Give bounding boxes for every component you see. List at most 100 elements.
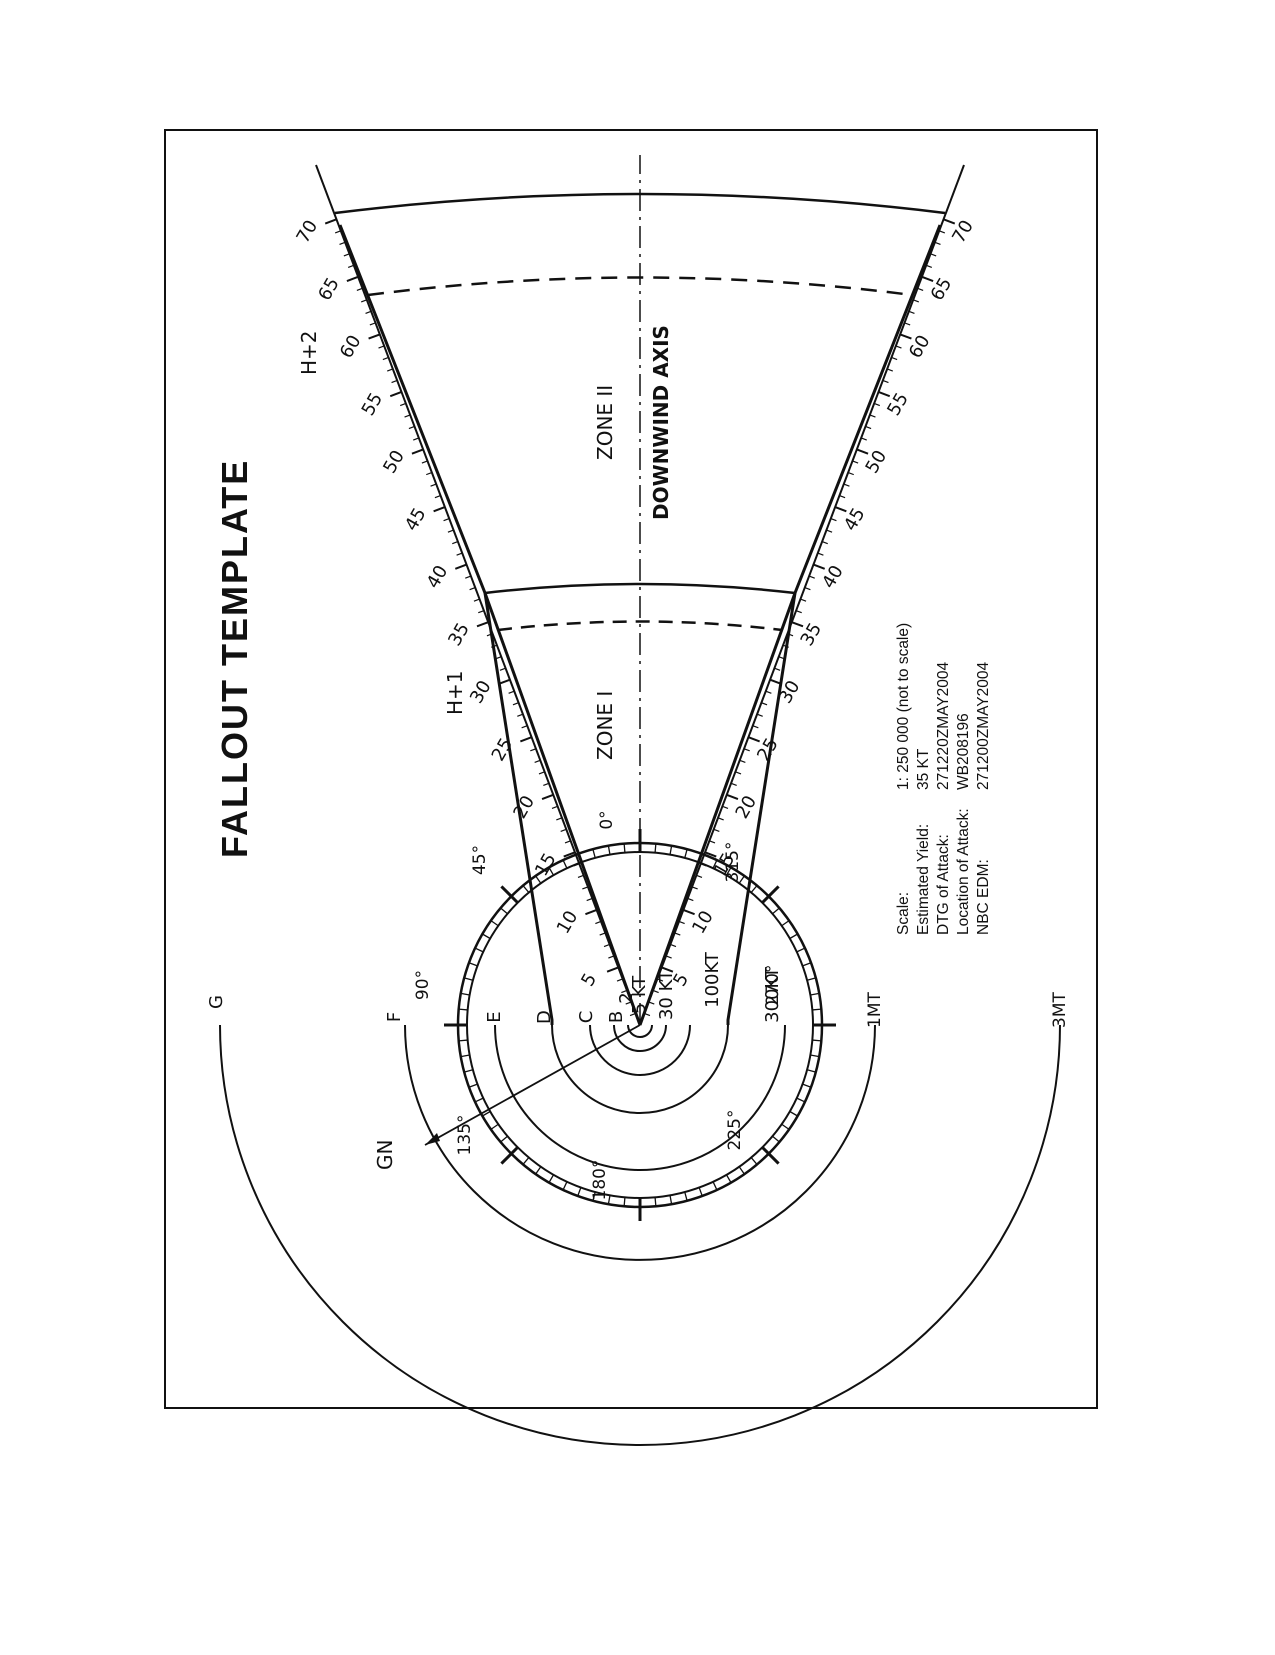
distance-tick <box>577 874 584 879</box>
distance-tick <box>808 575 815 579</box>
distance-tick <box>726 793 739 800</box>
distance-tick <box>365 310 372 315</box>
compass-tick <box>789 933 798 940</box>
h2-label: H+2 <box>297 330 321 375</box>
distance-tick <box>400 402 407 407</box>
compass-tick <box>750 885 758 893</box>
info-label: Scale: <box>895 892 912 935</box>
distance-tick <box>520 736 532 743</box>
attack-info-block: Scale:1: 250 000 (not to scale)Estimated… <box>895 623 992 935</box>
info-label: Location of Attack: <box>955 808 972 935</box>
distance-label: 25 <box>753 734 783 764</box>
distance-tick <box>891 356 898 361</box>
distance-tick <box>765 690 772 694</box>
compass-tick <box>607 1195 611 1205</box>
compass-tick <box>789 1110 798 1117</box>
distance-tick <box>787 633 794 637</box>
distance-tick <box>683 908 695 916</box>
yield-letter: E <box>484 1011 505 1022</box>
distance-tick <box>478 610 485 614</box>
compass-tick <box>698 1187 703 1197</box>
distance-tick <box>454 563 467 570</box>
distance-tick <box>691 886 698 890</box>
distance-tick <box>498 678 511 685</box>
compass-tick <box>500 1146 519 1165</box>
distance-tick <box>521 725 528 729</box>
distance-label: 60 <box>905 332 935 362</box>
compass-tick <box>750 1157 758 1165</box>
distance-tick <box>603 943 610 948</box>
distance-tick <box>421 460 428 464</box>
distance-tick <box>934 241 941 245</box>
compass-tick <box>806 977 816 981</box>
distance-tick <box>368 333 381 340</box>
wind-ring-label: 5 KT <box>629 975 650 1015</box>
compass-tick <box>482 933 491 940</box>
compass-tick <box>500 1135 508 1143</box>
compass-tick <box>654 843 657 853</box>
compass-tick <box>500 885 519 904</box>
distance-tick <box>573 863 580 867</box>
distance-tick <box>334 230 341 234</box>
distance-tick <box>774 667 781 671</box>
bearing-label: 0° <box>597 810 617 829</box>
distance-tick <box>616 978 623 982</box>
distance-tick <box>491 644 498 648</box>
distance-tick <box>625 1001 632 1005</box>
distance-tick <box>696 874 703 879</box>
distance-tick <box>389 391 402 398</box>
distance-tick <box>839 494 846 499</box>
wind-ring-label: 30 KT <box>656 969 677 1020</box>
distance-tick <box>722 805 729 809</box>
distance-tick <box>538 771 545 775</box>
bearing-label: 45° <box>470 845 490 875</box>
page-title: FALLOUT TEMPLATE <box>214 459 255 858</box>
bearing-label: 315° <box>723 842 743 883</box>
distance-label: 45 <box>840 504 870 534</box>
distance-tick <box>644 1012 651 1017</box>
compass-tick <box>812 1039 822 1042</box>
distance-tick <box>556 817 563 821</box>
distance-tick <box>852 460 859 464</box>
distance-label: 50 <box>862 447 892 477</box>
distance-tick <box>678 920 685 925</box>
distance-label: 20 <box>731 792 761 822</box>
yield-arc-label: 1MT <box>865 991 885 1027</box>
distance-tick <box>530 748 537 752</box>
compass-tick <box>460 1054 470 1058</box>
distance-tick <box>778 656 785 660</box>
distance-tick <box>882 379 889 384</box>
distance-tick <box>411 448 424 455</box>
distance-tick <box>847 471 854 476</box>
compass-tick <box>482 1110 491 1117</box>
zone2-label: ZONE II <box>593 385 617 460</box>
yield-arc-a <box>627 1024 653 1038</box>
compass-tick <box>772 1135 780 1143</box>
compass-tick <box>535 1166 542 1175</box>
distance-tick <box>599 932 606 936</box>
distance-tick <box>606 966 619 973</box>
wind-ring-label: 2 <box>616 992 637 1003</box>
distance-tick <box>752 725 759 729</box>
info-label: DTG of Attack: <box>935 834 952 935</box>
distance-tick <box>895 345 902 349</box>
yield-letter: F <box>384 1012 405 1022</box>
distance-tick <box>347 264 355 269</box>
distance-tick <box>652 989 659 994</box>
distance-tick <box>476 621 489 628</box>
compass-tick <box>522 1157 530 1165</box>
distance-label: 70 <box>948 217 978 247</box>
h1-dashed-arc <box>497 620 783 632</box>
template-border <box>164 129 1098 1409</box>
compass-tick <box>684 1191 688 1201</box>
distance-tick <box>499 667 506 671</box>
distance-label: 5 <box>577 970 601 990</box>
distance-label: 20 <box>509 792 539 822</box>
yield-arc-c <box>589 1024 691 1076</box>
distance-tick <box>813 563 826 570</box>
distance-tick <box>917 287 924 292</box>
zone1-lower-edge <box>638 592 797 1026</box>
compass-tick <box>812 1008 822 1011</box>
